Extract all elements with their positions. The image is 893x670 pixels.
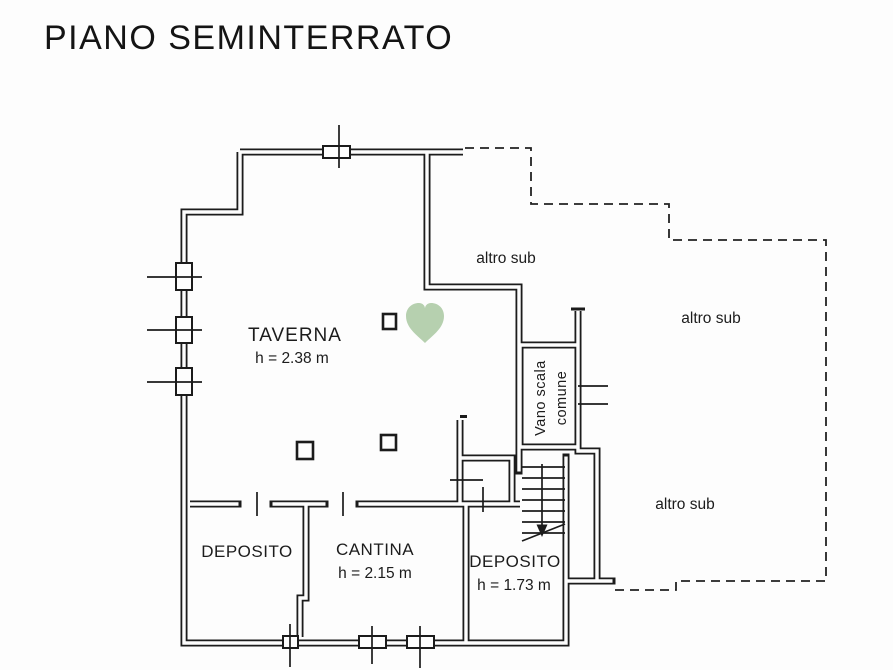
stairs-arrowhead [536,524,548,537]
walls-core [182,150,614,645]
pillars [295,312,398,461]
annotation-altro-sub-lower-right: altro sub [655,496,714,513]
stairwell-label-line1: Vano scala [533,360,549,436]
annotation-altro-sub-right: altro sub [681,310,740,327]
room-label-taverna: TAVERNA [248,325,342,346]
stairwell-label-line2: comune [554,371,570,426]
stairs [521,464,566,542]
room-label-deposito-left: DEPOSITO [201,542,293,561]
room-label-deposito-right: DEPOSITO [469,552,561,571]
annotation-altro-sub-top: altro sub [476,250,535,267]
page-title: PIANO SEMINTERRATO [44,19,453,57]
room-height-cantina: h = 2.15 m [338,565,412,582]
door-ticks [256,385,608,516]
room-height-deposito-right: h = 1.73 m [477,577,551,594]
wall-caps [238,307,616,585]
windows [147,125,435,668]
altro-sub-dashed-boundary [465,147,827,591]
room-label-cantina: CANTINA [336,540,414,559]
heart-icon [406,303,444,343]
room-height-taverna: h = 2.38 m [255,350,329,367]
